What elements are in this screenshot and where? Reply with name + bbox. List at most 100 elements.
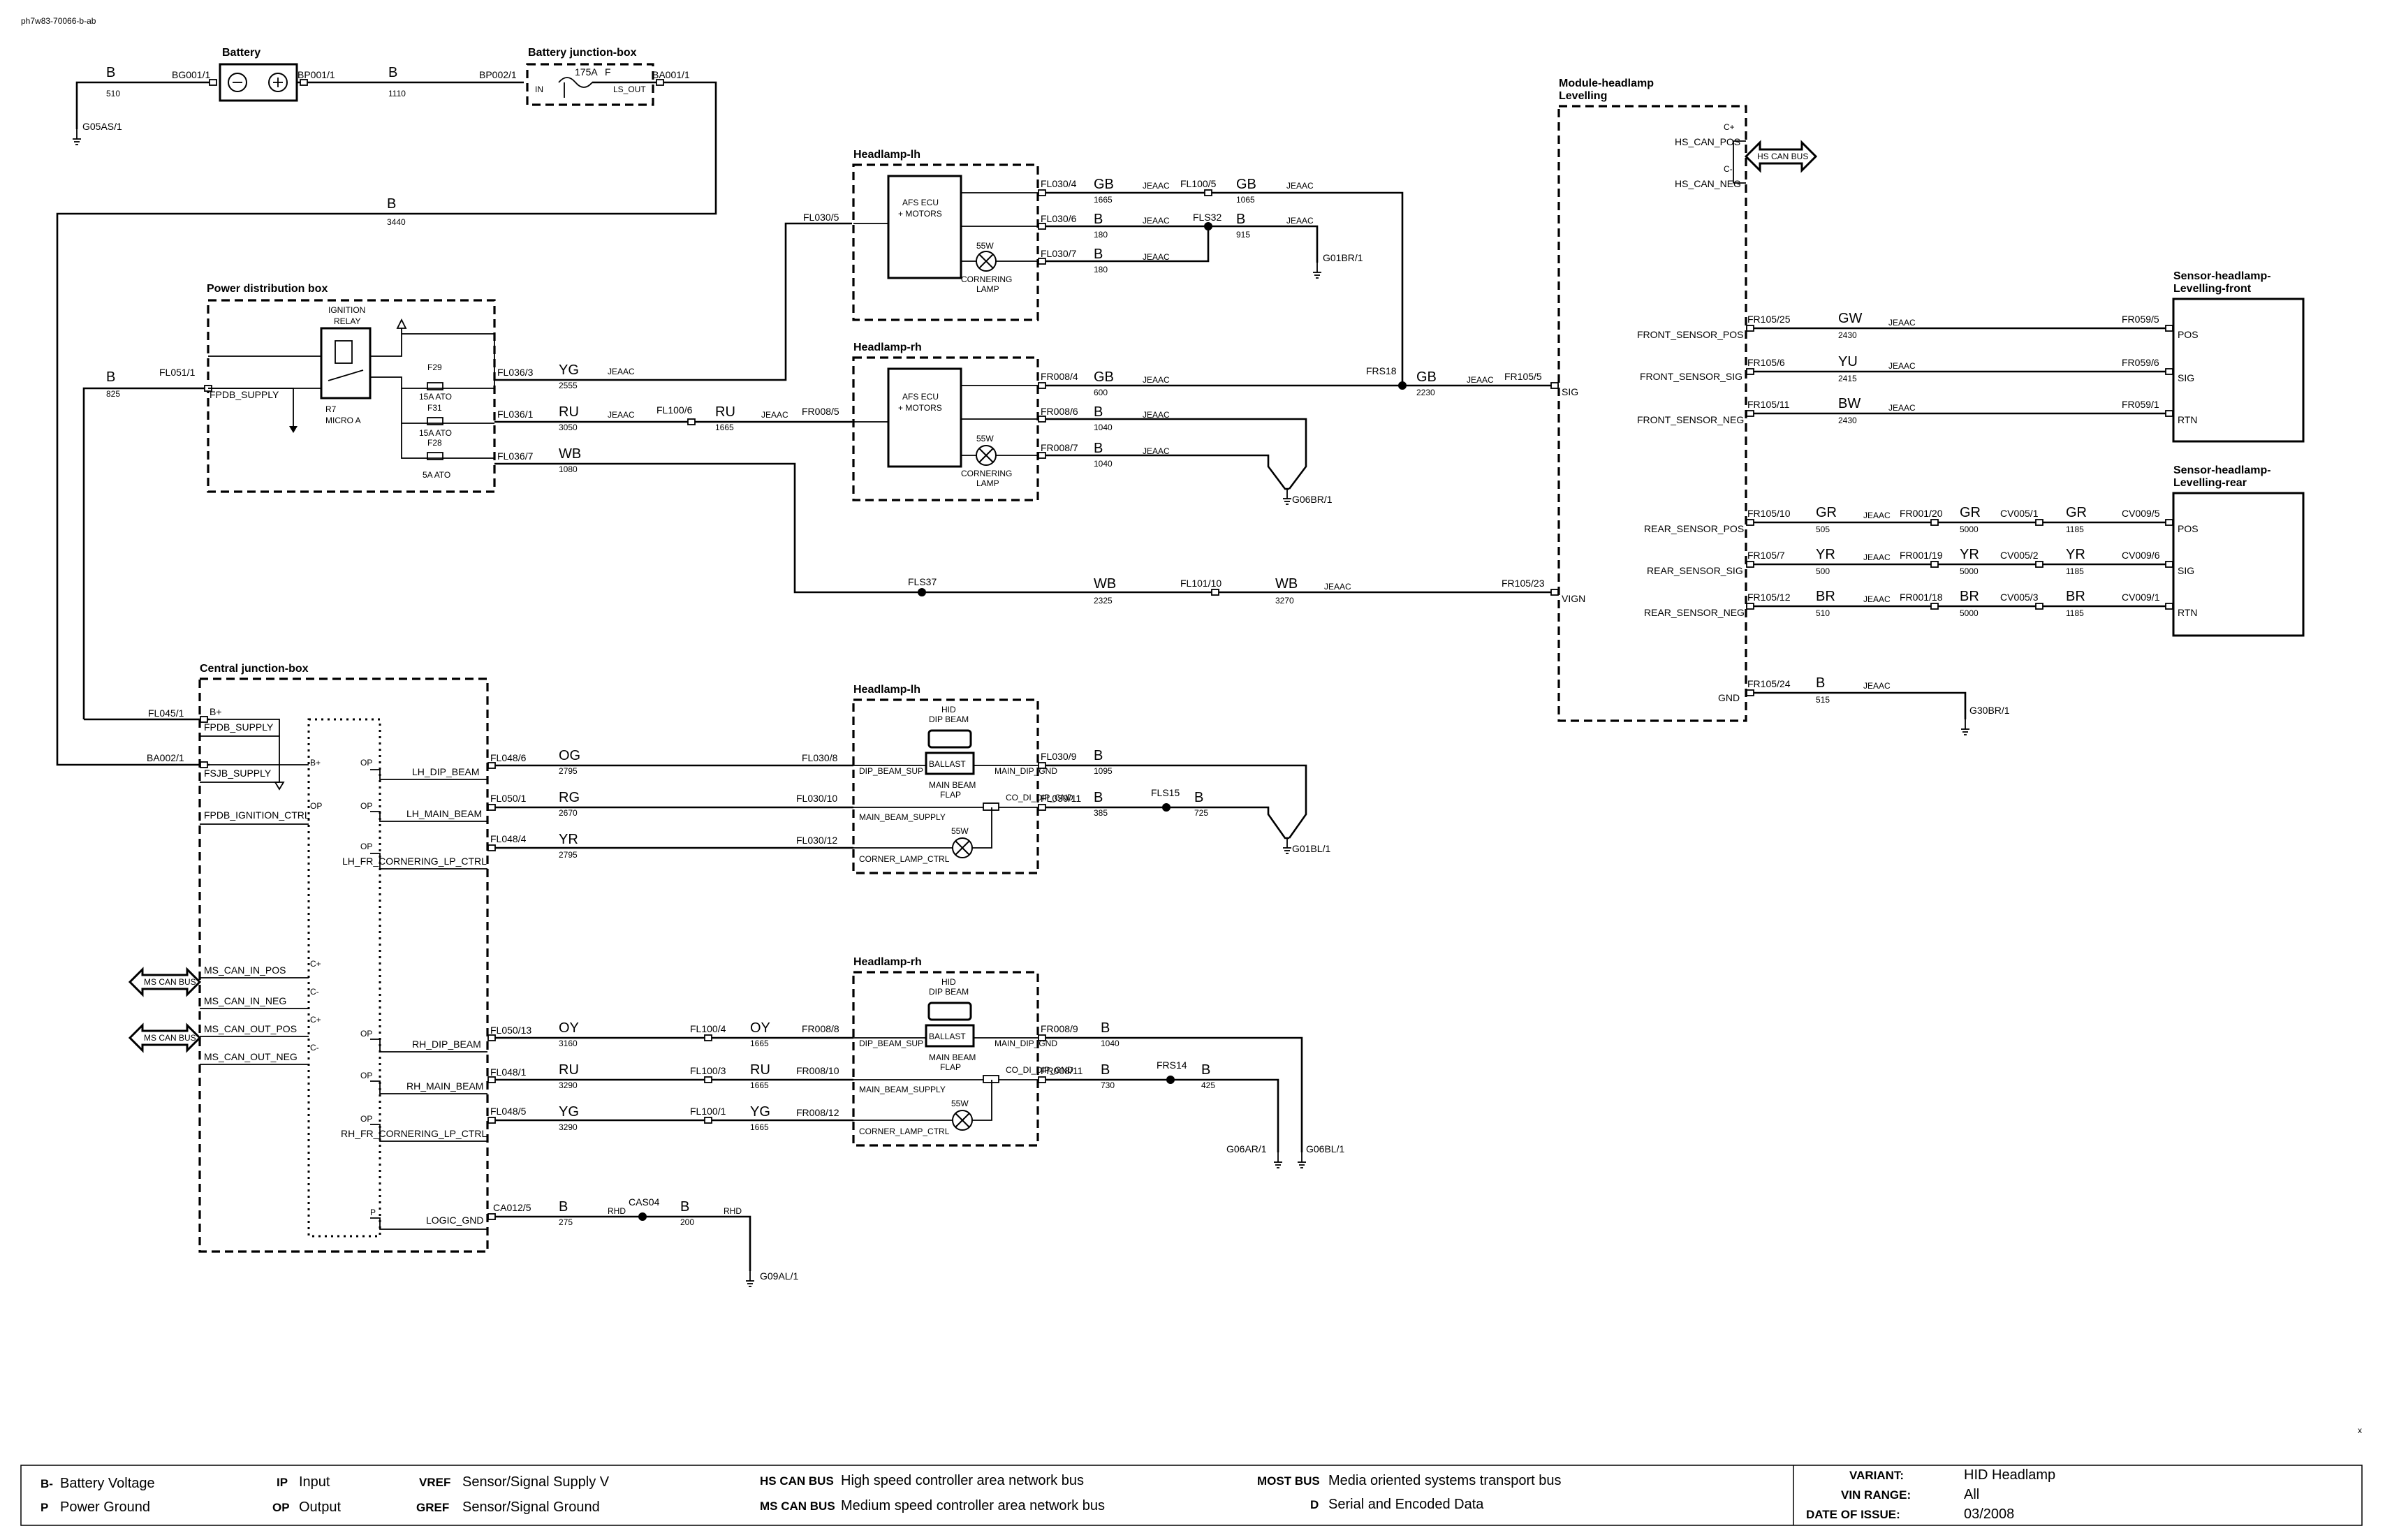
- flap-label: FLAP: [940, 1062, 961, 1072]
- pin-label: DIP_BEAM_SUP: [859, 766, 923, 776]
- pin-label: POS: [2178, 523, 2199, 534]
- ignition-relay: [320, 327, 372, 399]
- wire-length: 1185: [2066, 525, 2084, 534]
- legend-value: Output: [299, 1499, 341, 1515]
- fuse-label: F29: [427, 362, 442, 372]
- legend-value: Sensor/Signal Ground: [462, 1499, 600, 1515]
- connector-label: BP001/1: [298, 69, 335, 80]
- wire-harness: JEAAC: [1324, 582, 1351, 592]
- connector-label: CV009/5: [2122, 508, 2160, 519]
- afs-label: AFS ECU: [902, 198, 939, 207]
- connector-label: FL030/7: [1041, 248, 1077, 259]
- bus-label: MS CAN BUS: [144, 1033, 196, 1043]
- ground-g06ar-icon: [1273, 1152, 1283, 1168]
- wire-harness: JEAAC: [1863, 511, 1891, 520]
- wire-harness: JEAAC: [1888, 403, 1916, 413]
- headlamp-lh-bottom: [852, 698, 1039, 874]
- wire-length: 3160: [559, 1039, 578, 1048]
- wire-color: YR: [2066, 547, 2085, 562]
- connector-label: FR105/10: [1747, 508, 1791, 519]
- vin-range-value: All: [1964, 1487, 1979, 1502]
- flap-label: MAIN BEAM: [929, 1053, 976, 1062]
- wire-color: B: [1094, 790, 1103, 805]
- connector-label: BA001/1: [652, 69, 690, 80]
- wire-length: 515: [1816, 695, 1830, 705]
- pin-label: CORNER_LAMP_CTRL: [859, 1127, 950, 1136]
- ms-can-bus-in-arrow-icon: [128, 967, 202, 997]
- pin-label: LH_FR_CORNERING_LP_CTRL: [342, 856, 487, 867]
- connector-label: FR105/23: [1502, 578, 1545, 589]
- hid-bulb-lh-icon: [927, 729, 972, 749]
- wire-color: B: [1094, 212, 1103, 227]
- wire-color: YR: [1960, 547, 1979, 562]
- pin-label: CO_DI_DIP_GND: [1006, 793, 1073, 802]
- wire-color: GB: [1416, 369, 1437, 385]
- connector-label: FL030/11: [1041, 793, 1081, 804]
- fuse-label: F28: [427, 438, 442, 448]
- wire-length: 2230: [1416, 388, 1435, 397]
- document-id: ph7w83-70066-b-ab: [21, 16, 96, 26]
- sensor-rear-title: Sensor-headlamp-: [2173, 464, 2271, 476]
- wire-harness: JEAAC: [1143, 181, 1170, 191]
- legend-value: Battery Voltage: [60, 1476, 155, 1491]
- pin-label: MS_CAN_IN_POS: [204, 965, 286, 976]
- connector-label: CV005/1: [2000, 508, 2039, 519]
- connector-label: FR008/5: [802, 406, 839, 417]
- wire-length: 510: [106, 89, 120, 98]
- corner-mark: x: [2358, 1425, 2362, 1435]
- battery-title: Battery: [222, 47, 260, 59]
- pin-label: CORNER_LAMP_CTRL: [859, 854, 950, 864]
- wire-color: WB: [1094, 576, 1116, 592]
- pin-label: MS_CAN_OUT_NEG: [204, 1051, 298, 1062]
- connector-label: FR008/4: [1041, 371, 1078, 382]
- lamp-label: CORNERING: [961, 469, 1012, 478]
- wire-color: B: [1094, 247, 1103, 262]
- ground-label: G06BR/1: [1292, 494, 1333, 505]
- wire-length: 725: [1194, 808, 1208, 818]
- wire-harness: JEAAC: [761, 410, 788, 420]
- wire-color: B: [1101, 1020, 1110, 1036]
- connector-label: FR001/20: [1900, 508, 1943, 519]
- fuse-rating: 15A ATO: [419, 392, 452, 402]
- ground-label: G30BR/1: [1969, 705, 2010, 716]
- legend-key: GREF: [416, 1501, 449, 1514]
- wire-length: 2325: [1094, 596, 1113, 606]
- ballast-lh: [925, 751, 975, 775]
- central-junction-box-title: Central junction-box: [200, 663, 309, 675]
- wire-harness: JEAAC: [1286, 216, 1314, 226]
- wire-color: YG: [750, 1104, 770, 1120]
- wire-color: B: [1094, 404, 1103, 420]
- connector-label: FR008/9: [1041, 1023, 1078, 1034]
- fuse-f29-icon: [427, 382, 443, 390]
- wire-length: 2430: [1838, 330, 1857, 340]
- headlamp-rh-bottom-title: Headlamp-rh: [853, 956, 922, 968]
- pin-label: OP: [360, 1071, 372, 1080]
- wire-color: YR: [559, 832, 578, 847]
- wire-length: 915: [1236, 230, 1250, 240]
- connector-label: FR105/24: [1747, 678, 1791, 689]
- connector-label: FL048/6: [490, 752, 527, 763]
- legend-value: High speed controller area network bus: [841, 1473, 1084, 1488]
- fuse-label: F31: [427, 403, 442, 413]
- connector-label: FR059/1: [2122, 399, 2159, 410]
- headlamp-rh-bottom: [852, 971, 1039, 1147]
- wire-color: B: [1101, 1062, 1110, 1078]
- headlamp-lh-top-title: Headlamp-lh: [853, 149, 920, 161]
- fuse-rating: 175A: [575, 66, 598, 78]
- ground-g09al-icon: [745, 1270, 755, 1287]
- connector-label: FL036/3: [497, 367, 534, 378]
- lamp-rating: 55W: [951, 1099, 969, 1108]
- fuse-rating: 15A ATO: [419, 428, 452, 438]
- wire-color: YR: [1816, 547, 1835, 562]
- pin-label: OP: [360, 842, 372, 851]
- splice-label: FLS37: [908, 576, 937, 587]
- hid-label: HID: [941, 705, 956, 714]
- battery-junction-box-title: Battery junction-box: [528, 47, 637, 59]
- connector-label: FR105/11: [1747, 399, 1790, 410]
- wire-color: RU: [559, 1062, 579, 1078]
- wire-length: 1185: [2066, 566, 2084, 576]
- fuse-f31-icon: [427, 417, 443, 425]
- wire-length: 1040: [1094, 459, 1113, 469]
- afs-ecu-lh: [887, 175, 962, 279]
- pin-label: OP: [360, 758, 372, 768]
